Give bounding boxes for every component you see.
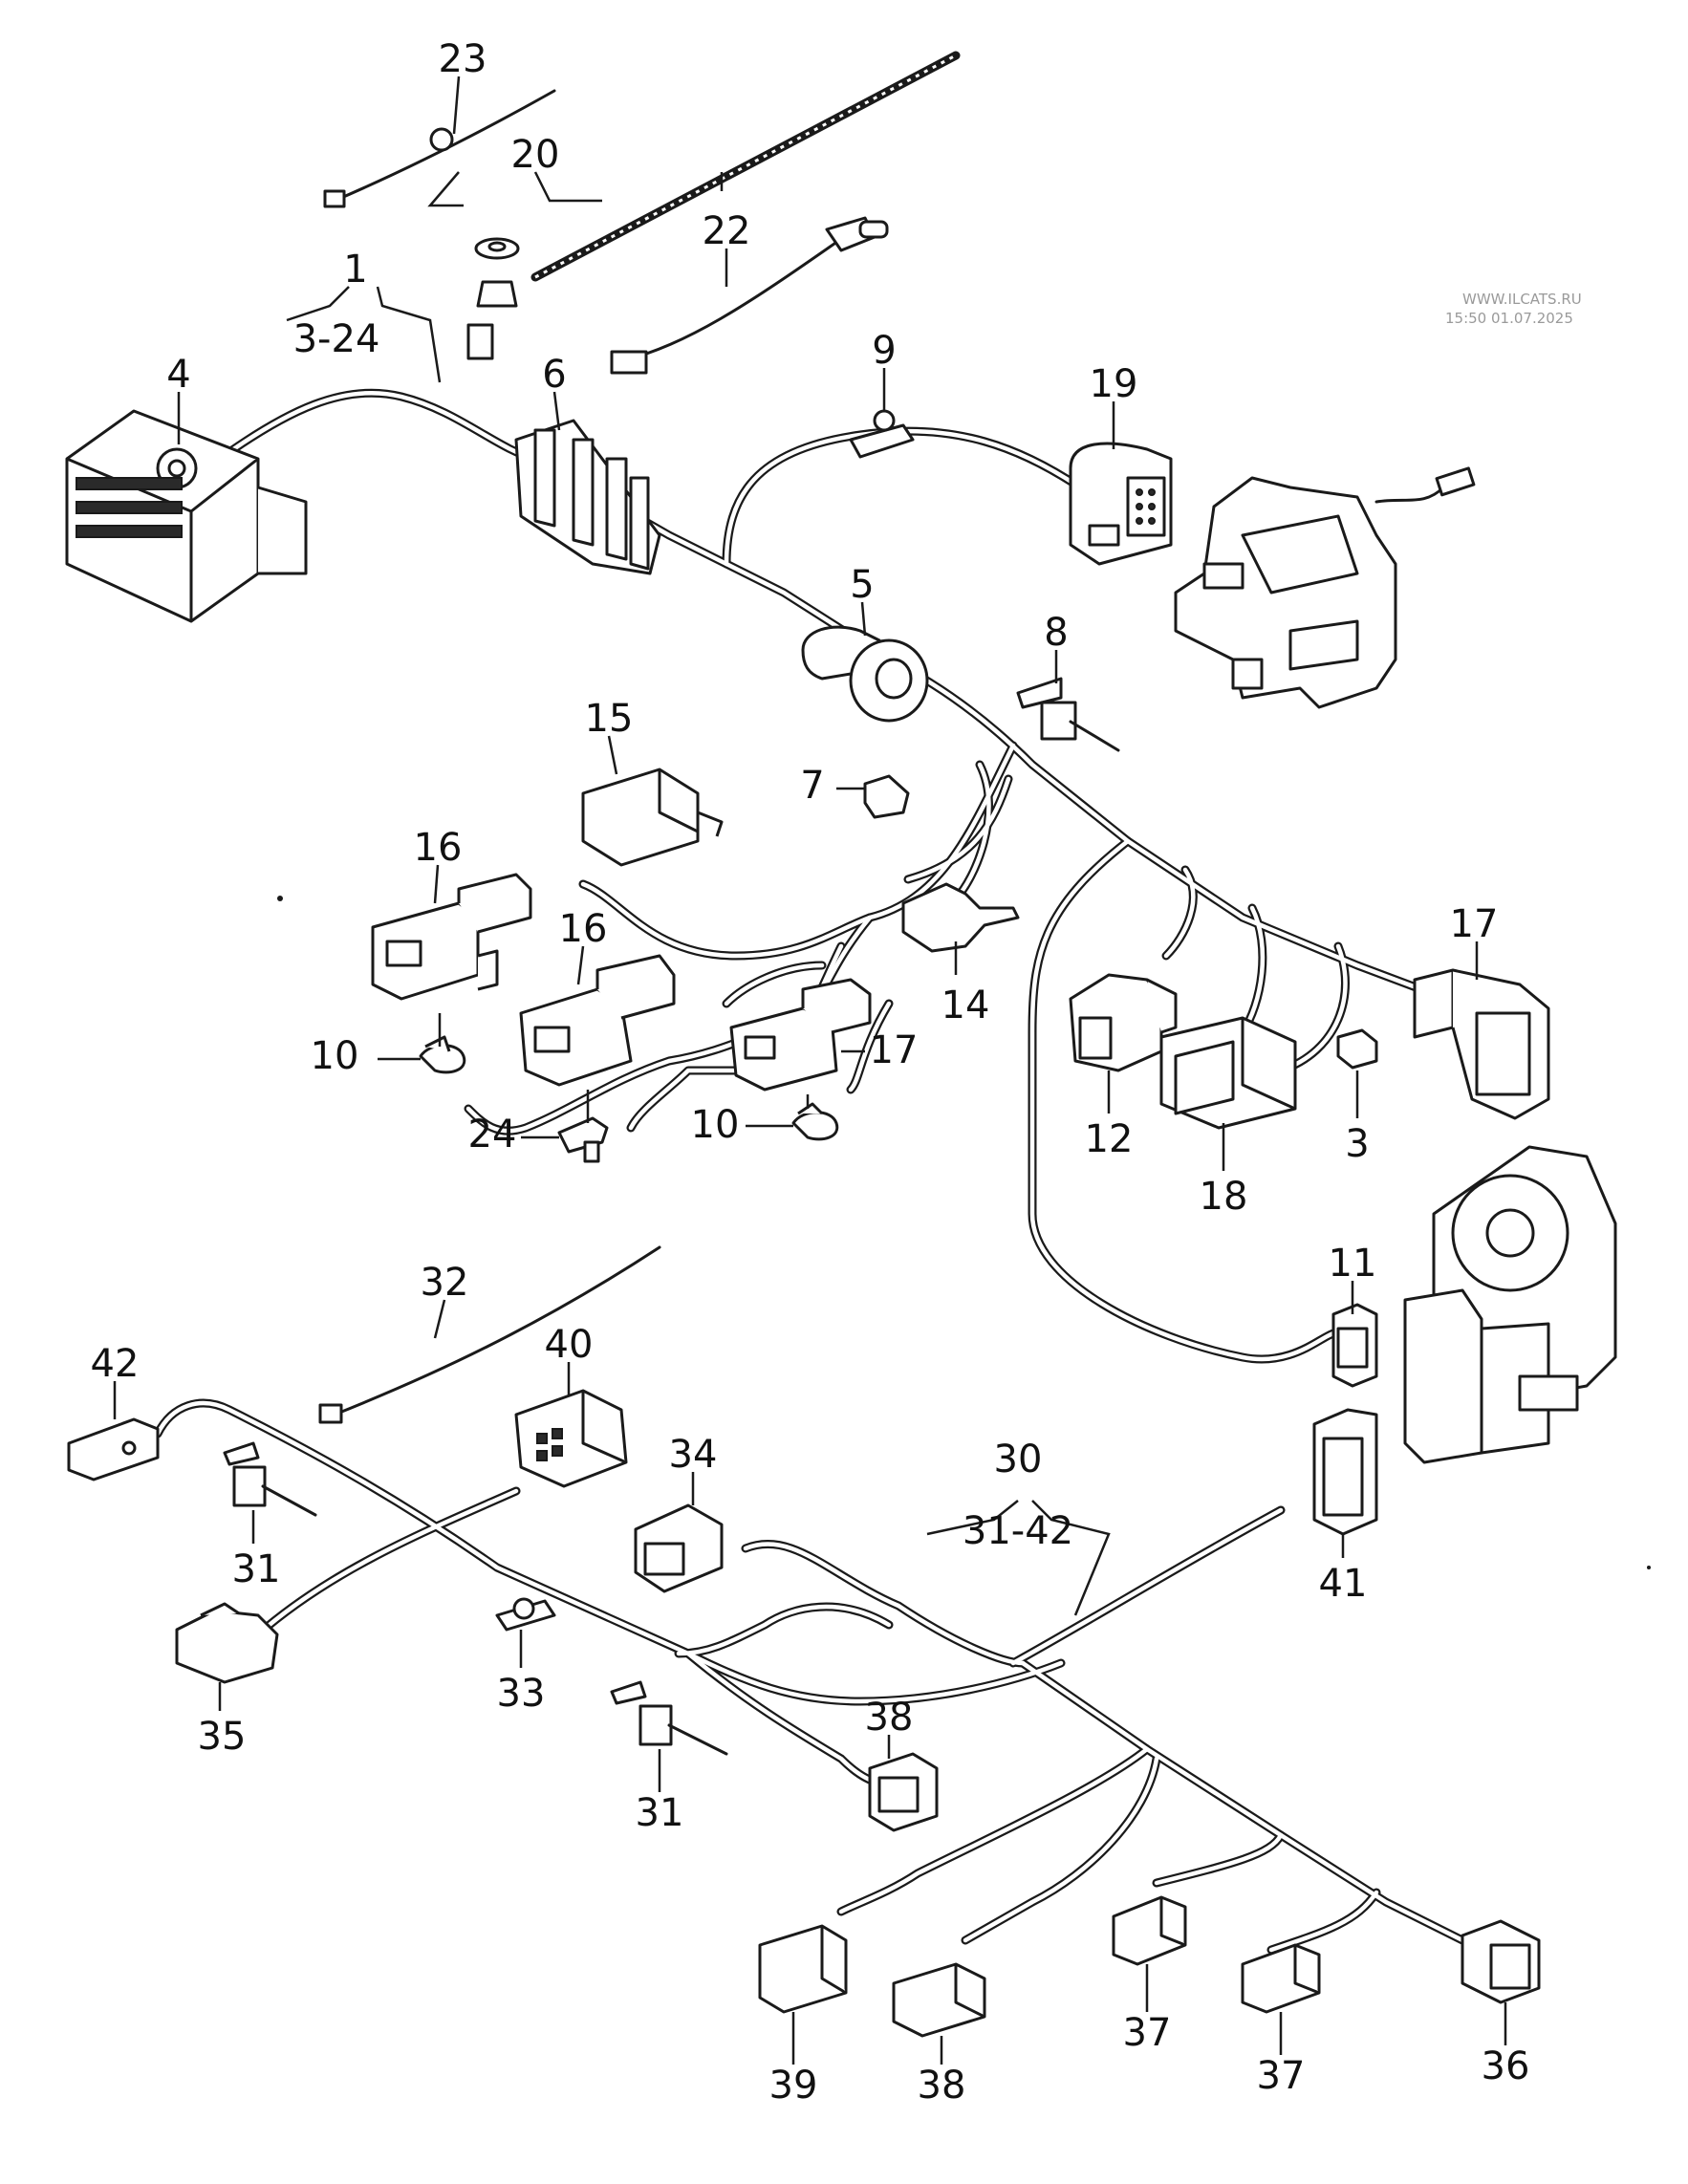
group-1-number: 1 — [343, 248, 367, 292]
callout-labels: 23 20 22 1 3-24 4 6 9 19 5 8 15 7 16 16 … — [91, 37, 1530, 2108]
leader-lines — [113, 76, 1507, 2065]
part-38a-connector[interactable] — [868, 1752, 939, 1832]
part-34-connector[interactable] — [634, 1503, 724, 1593]
part-23-cable-tie[interactable] — [323, 89, 556, 208]
part-38b-connector[interactable] — [892, 1962, 986, 2038]
callout-16b: 16 — [559, 907, 608, 951]
callout-36: 36 — [1482, 2044, 1530, 2088]
part-18-connector[interactable] — [1159, 1016, 1297, 1130]
callout-8: 8 — [1044, 611, 1068, 655]
callout-38b: 38 — [918, 2064, 966, 2108]
part-10a-clip[interactable] — [378, 1035, 466, 1074]
callout-4: 4 — [166, 353, 190, 397]
part-16a-connector[interactable] — [371, 873, 532, 1001]
connector-40-pins — [536, 1428, 563, 1461]
callout-20: 20 — [511, 133, 560, 177]
group-30-range: 31-42 — [963, 1509, 1073, 1553]
callout-40: 40 — [545, 1323, 594, 1367]
callout-41: 41 — [1319, 1562, 1368, 1606]
part-32-cable-tie[interactable] — [318, 1245, 661, 1424]
part-20-clip-and-tie[interactable] — [466, 51, 961, 360]
callout-17b: 17 — [1450, 902, 1499, 946]
watermark-site: WWW.ILCATS.RU — [1462, 291, 1582, 308]
part-36-connector[interactable] — [1461, 1919, 1541, 2004]
part-6-door-grommet[interactable] — [514, 419, 661, 575]
callout-34: 34 — [669, 1433, 718, 1477]
callout-31b: 31 — [636, 1791, 684, 1835]
part-37a-connector[interactable] — [1112, 1895, 1187, 1966]
callout-10b: 10 — [691, 1103, 740, 1147]
callout-14: 14 — [941, 984, 990, 1027]
part-22-sensor-cable[interactable] — [610, 216, 889, 375]
part-17a-connector[interactable] — [729, 978, 872, 1092]
callout-39: 39 — [769, 2064, 818, 2108]
callout-17a: 17 — [870, 1028, 919, 1072]
group-30-number: 30 — [994, 1438, 1043, 1481]
callout-6: 6 — [542, 353, 566, 397]
part-14-connector[interactable] — [901, 882, 1020, 953]
callout-12: 12 — [1085, 1117, 1134, 1161]
part-19-lock-connector[interactable] — [1069, 442, 1173, 566]
part-11-connector[interactable] — [1331, 1303, 1378, 1388]
part-15-connector[interactable] — [581, 768, 724, 867]
connector-4-pins — [76, 477, 183, 538]
watermark-timestamp: 15:50 01.07.2025 — [1445, 310, 1573, 327]
stray-mark — [277, 896, 283, 901]
callout-3: 3 — [1345, 1122, 1369, 1166]
part-9-clip[interactable] — [849, 409, 915, 459]
part-8-tie-holder[interactable] — [1016, 677, 1120, 752]
part-41-connector[interactable] — [1312, 1408, 1378, 1536]
callout-33: 33 — [497, 1672, 546, 1716]
part-42-sensor[interactable] — [67, 1417, 160, 1481]
part-37b-connector[interactable] — [1241, 1943, 1321, 2014]
callout-37b: 37 — [1257, 2054, 1306, 2098]
part-10b-clip[interactable] — [746, 1102, 839, 1141]
lower-harness-wires — [153, 1398, 1467, 1955]
part-12-connector[interactable] — [1069, 973, 1178, 1072]
callout-19: 19 — [1090, 362, 1138, 406]
part-35-connector[interactable] — [175, 1602, 279, 1684]
callout-23: 23 — [439, 37, 487, 81]
stray-mark — [1647, 1566, 1651, 1569]
part-40-connector[interactable] — [514, 1389, 628, 1488]
part-16b-connector[interactable] — [519, 954, 676, 1087]
callout-10a: 10 — [311, 1034, 359, 1078]
callout-9: 9 — [872, 329, 896, 373]
callout-31a: 31 — [232, 1547, 281, 1591]
callout-18: 18 — [1200, 1175, 1248, 1219]
callout-15: 15 — [585, 697, 634, 741]
part-17b-connector[interactable] — [1413, 968, 1550, 1120]
part-31a-tie-holder[interactable] — [223, 1441, 317, 1517]
callout-24: 24 — [468, 1113, 517, 1157]
callout-7: 7 — [800, 764, 824, 808]
part-4-main-connector[interactable] — [65, 409, 308, 623]
callout-16a: 16 — [414, 826, 463, 870]
part-33-clip[interactable] — [495, 1597, 556, 1632]
callout-42: 42 — [91, 1342, 140, 1386]
group-1-range: 3-24 — [293, 317, 380, 361]
callout-11: 11 — [1329, 1242, 1377, 1286]
part-5-grommet[interactable] — [801, 625, 929, 723]
callout-37a: 37 — [1123, 2011, 1172, 2055]
part-31b-tie-holder[interactable] — [610, 1680, 728, 1756]
part-7-clip[interactable] — [863, 774, 910, 819]
window-regulator-motor — [1403, 1145, 1617, 1464]
part-3-terminal[interactable] — [1336, 1028, 1378, 1070]
callout-22: 22 — [703, 209, 751, 253]
callout-5: 5 — [850, 563, 874, 607]
callout-35: 35 — [198, 1715, 247, 1759]
callout-32: 32 — [421, 1261, 469, 1305]
part-39-connector[interactable] — [758, 1924, 848, 2014]
door-lock-actuator — [1174, 466, 1476, 709]
watermark: WWW.ILCATS.RU 15:50 01.07.2025 — [1445, 291, 1582, 327]
callout-38a: 38 — [865, 1696, 914, 1740]
